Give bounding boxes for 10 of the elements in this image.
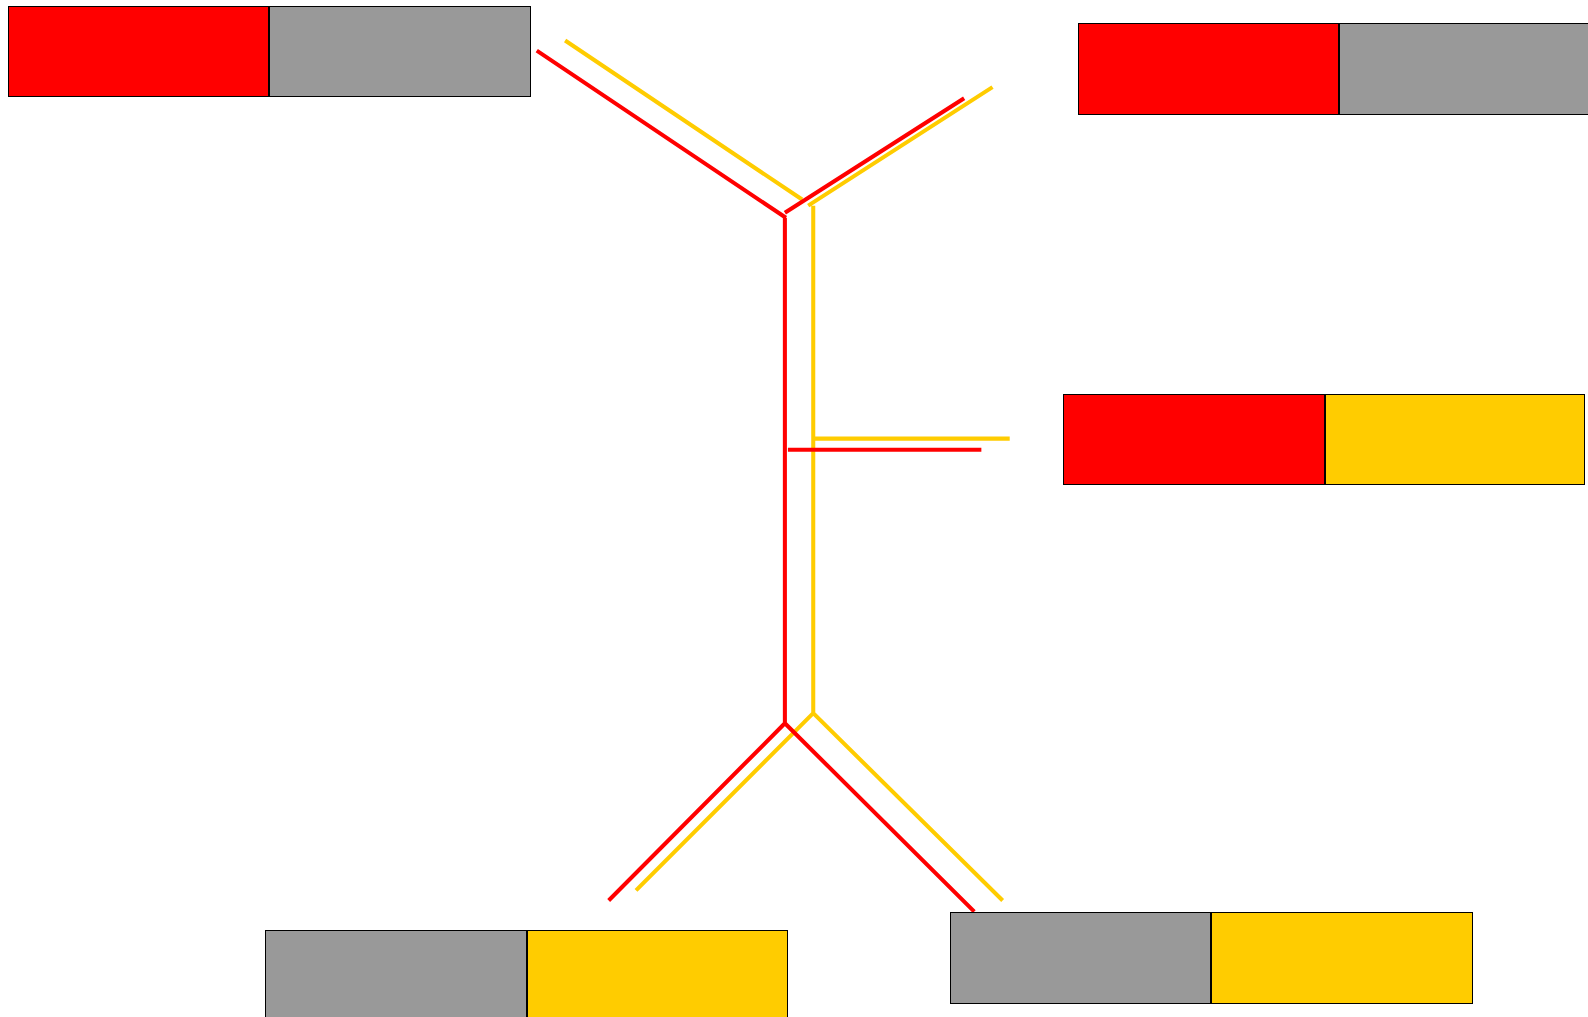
bar-segment <box>269 6 531 98</box>
bar-segment <box>949 912 1212 1004</box>
bar-segment <box>1077 23 1339 116</box>
bar-segment <box>265 929 527 1017</box>
bar-segment <box>1324 393 1585 486</box>
bar-segment <box>526 929 788 1017</box>
bar-segment <box>8 6 270 98</box>
bar-segment <box>1063 393 1325 486</box>
bar-segment <box>1211 912 1473 1004</box>
bar-segment <box>1338 23 1588 116</box>
